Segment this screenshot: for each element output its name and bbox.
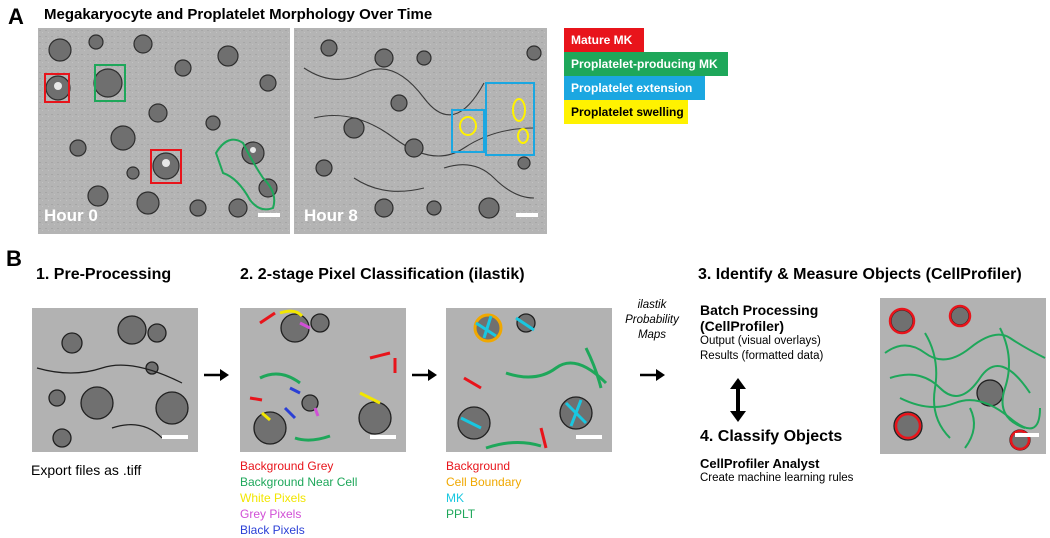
label-cell-boundary: Cell Boundary bbox=[446, 475, 522, 489]
label-background-grey: Background Grey bbox=[240, 459, 334, 473]
step-4-title: 4. Classify Objects bbox=[700, 428, 843, 445]
batch-processing-block: Batch Processing (CellProfiler) Output (… bbox=[700, 302, 823, 364]
scale-bar bbox=[258, 213, 280, 217]
legend-mature-mk: Mature MK bbox=[564, 28, 644, 52]
panel-b-letter: B bbox=[6, 246, 22, 271]
legend-proplatelet-extension: Proplatelet extension bbox=[564, 76, 705, 100]
legend-proplatelet-producing-mk: Proplatelet-producing MK bbox=[564, 52, 728, 76]
stage-2-label-list: Background Cell Boundary MK PPLT bbox=[446, 458, 521, 522]
arrow-right-icon bbox=[412, 368, 438, 382]
label-pplt: PPLT bbox=[446, 507, 476, 521]
micrograph-hour-0: Hour 0 bbox=[38, 28, 290, 234]
micrograph-hour-8: Hour 8 bbox=[294, 28, 547, 234]
hour-0-label: Hour 0 bbox=[44, 206, 98, 225]
stage-1-label-list: Background Grey Background Near Cell Whi… bbox=[240, 458, 357, 538]
step-1-title: 1. Pre-Processing bbox=[36, 266, 172, 283]
ilastik-maps-line-2: Probability bbox=[625, 314, 679, 326]
pixel-classification-stage-1-image bbox=[240, 308, 406, 452]
label-white-pixels: White Pixels bbox=[240, 491, 307, 505]
arrow-right-icon bbox=[640, 368, 666, 382]
results-text: Results (formatted data) bbox=[700, 350, 824, 362]
output-text: Output (visual overlays) bbox=[700, 335, 821, 347]
double-arrow-icon bbox=[729, 378, 747, 422]
label-background: Background bbox=[446, 459, 511, 473]
label-grey-pixels: Grey Pixels bbox=[240, 507, 302, 521]
label-mk: MK bbox=[446, 491, 464, 505]
batch-processing-title: Batch Processing bbox=[700, 302, 819, 318]
ilastik-maps-line-3: Maps bbox=[637, 329, 667, 341]
arrow-right-icon bbox=[204, 368, 230, 382]
label-black-pixels: Black Pixels bbox=[240, 523, 305, 537]
panel-a-letter: A bbox=[8, 4, 24, 29]
analyst-block: CellProfiler Analyst Create machine lear… bbox=[700, 456, 853, 486]
pixel-classification-stage-2-image bbox=[446, 308, 612, 452]
preprocessed-image bbox=[32, 308, 198, 452]
step-1-caption: Export files as .tiff bbox=[31, 462, 142, 478]
analyst-title: CellProfiler Analyst bbox=[700, 456, 820, 471]
hour-8-label: Hour 8 bbox=[304, 206, 358, 225]
step-3-title: 3. Identify & Measure Objects (CellProfi… bbox=[698, 266, 1022, 283]
label-background-near-cell: Background Near Cell bbox=[240, 475, 358, 489]
legend-proplatelet-swelling: Proplatelet swelling bbox=[564, 100, 688, 124]
cellprofiler-overlay-image bbox=[880, 298, 1046, 454]
ilastik-maps-label: ilastik Probability Maps bbox=[622, 298, 682, 343]
step-2-title: 2. 2-stage Pixel Classification (ilastik… bbox=[240, 266, 525, 283]
batch-processing-subtitle: (CellProfiler) bbox=[700, 318, 785, 334]
panel-a-title: Megakaryocyte and Proplatelet Morphology… bbox=[44, 6, 433, 23]
analyst-text: Create machine learning rules bbox=[700, 472, 854, 484]
scale-bar bbox=[516, 213, 538, 217]
ilastik-maps-line-1: ilastik bbox=[637, 299, 667, 311]
